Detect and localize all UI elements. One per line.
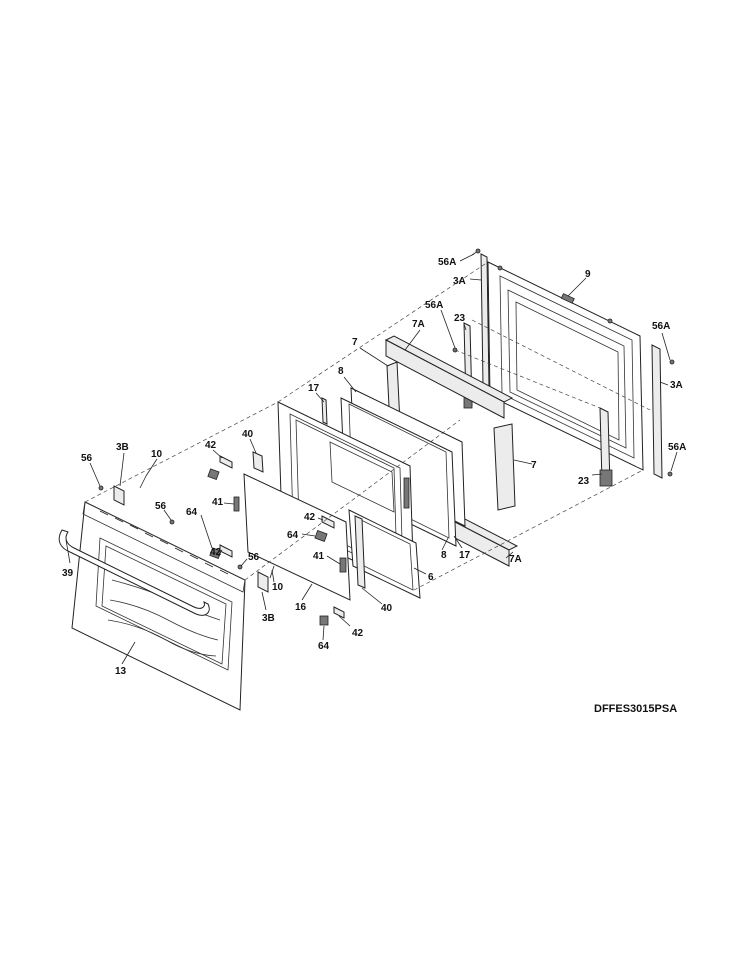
label-40: 40 bbox=[242, 429, 254, 440]
label-7: 7 bbox=[531, 460, 537, 471]
part-41-latch-lower bbox=[339, 557, 347, 573]
label-7A: 7A bbox=[509, 554, 522, 565]
assembly-lines bbox=[84, 261, 651, 591]
label-56: 56 bbox=[81, 453, 93, 464]
label-56A: 56A bbox=[652, 321, 670, 332]
label-10: 10 bbox=[151, 449, 163, 460]
label-41: 41 bbox=[313, 551, 325, 562]
door-vent-slots bbox=[99, 510, 229, 575]
part-13-outer-door bbox=[71, 501, 246, 711]
label-8: 8 bbox=[441, 550, 447, 561]
label-3A: 3A bbox=[453, 276, 466, 287]
label-17: 17 bbox=[308, 383, 320, 394]
label-56A: 56A bbox=[438, 257, 456, 268]
label-16: 16 bbox=[295, 602, 307, 613]
label-3B: 3B bbox=[262, 613, 275, 624]
part-42-clips bbox=[219, 455, 345, 619]
label-56A: 56A bbox=[425, 300, 443, 311]
part-3B-bracket-lower bbox=[257, 571, 269, 593]
part-7A-insulation-top bbox=[384, 335, 514, 419]
label-23: 23 bbox=[454, 313, 466, 324]
label-10: 10 bbox=[272, 582, 284, 593]
part-40-bracket-right bbox=[354, 515, 366, 589]
label-42: 42 bbox=[352, 628, 364, 639]
label-56: 56 bbox=[155, 501, 167, 512]
part-3B-bracket-upper bbox=[113, 485, 125, 506]
part-7-insulation-right bbox=[493, 423, 516, 511]
label-64: 64 bbox=[186, 507, 198, 518]
label-41: 41 bbox=[212, 497, 224, 508]
label-42: 42 bbox=[304, 512, 316, 523]
label-17: 17 bbox=[459, 550, 471, 561]
label-64: 64 bbox=[287, 530, 299, 541]
model-number: DFFES3015PSA bbox=[594, 703, 677, 715]
label-8: 8 bbox=[338, 366, 344, 377]
label-13: 13 bbox=[115, 666, 127, 677]
label-42: 42 bbox=[205, 440, 217, 451]
part-40-bracket-left bbox=[252, 451, 264, 473]
label-56: 56 bbox=[248, 552, 260, 563]
part-3A-rail-right bbox=[651, 344, 663, 479]
part-23-hinge-lower bbox=[599, 407, 613, 487]
part-41-latch-upper bbox=[233, 496, 240, 512]
leader-lines bbox=[65, 253, 678, 665]
label-56A: 56A bbox=[668, 442, 686, 453]
part-39-door-handle bbox=[58, 529, 210, 616]
label-9: 9 bbox=[585, 269, 591, 280]
label-39: 39 bbox=[62, 568, 74, 579]
label-3A: 3A bbox=[670, 380, 683, 391]
label-3B: 3B bbox=[116, 442, 129, 453]
part-16-inner-glass bbox=[243, 473, 351, 601]
label-7: 7 bbox=[352, 337, 358, 348]
label-7A: 7A bbox=[412, 319, 425, 330]
callout-labels: 56A 3A 9 56A 23 7A 7 56A 3A 56A 7 23 8 1… bbox=[62, 257, 686, 677]
label-40: 40 bbox=[381, 603, 393, 614]
label-64: 64 bbox=[318, 641, 330, 652]
label-6: 6 bbox=[428, 572, 434, 583]
label-42: 42 bbox=[210, 547, 222, 558]
label-23: 23 bbox=[578, 476, 590, 487]
